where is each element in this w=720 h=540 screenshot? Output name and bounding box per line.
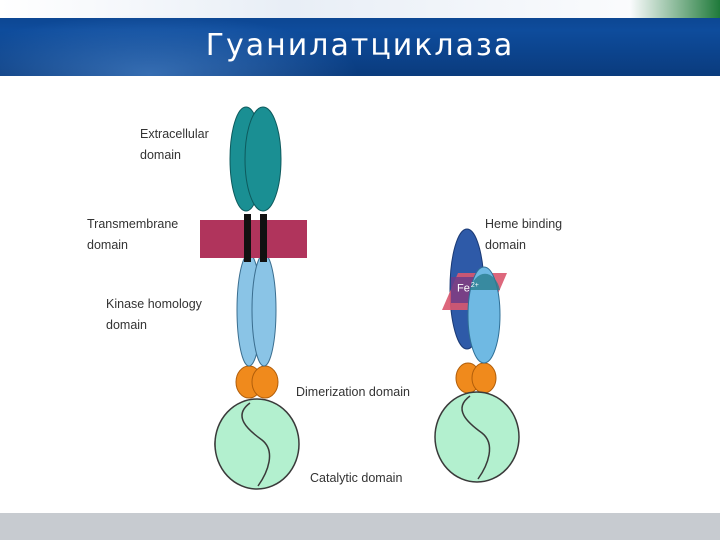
label-heme-binding-domain: Heme binding domain — [485, 214, 562, 256]
transmembrane-helix-left — [244, 214, 251, 262]
iron-charge: 2+ — [470, 282, 479, 289]
label-transmembrane-line1: Transmembrane — [87, 217, 179, 231]
receptor-extracellular-right — [244, 106, 282, 212]
label-dimerization-domain: Dimerization domain — [296, 385, 410, 399]
label-transmembrane-line2: domain — [87, 238, 128, 252]
slide-header: Гуанилатциклаза — [0, 0, 720, 76]
iron-symbol: Fe — [457, 282, 470, 295]
receptor-catalytic-split — [241, 402, 271, 487]
slide-footer-bar — [0, 513, 720, 540]
slide-title: Гуанилатциклаза — [205, 28, 515, 63]
label-heme-line1: Heme binding — [485, 217, 563, 231]
transmembrane-helix-right — [260, 214, 267, 262]
receptor-kinase-right — [251, 253, 277, 367]
header-top-strip — [0, 0, 720, 18]
heme-subunit-light-top — [470, 273, 500, 290]
iron-ion-label: Fe2+ — [457, 282, 479, 295]
label-kinase-line2: domain — [106, 318, 147, 332]
soluble-catalytic-split — [461, 395, 491, 480]
soluble-catalytic-body — [434, 391, 520, 483]
label-catalytic-domain: Catalytic domain — [310, 471, 403, 485]
label-kinase-homology-domain: Kinase homology domain — [106, 294, 202, 336]
label-extracellular-domain: Extracellular domain — [140, 124, 209, 166]
guanylate-cyclase-diagram: Fe2+ Extracellular domain Transmembrane … — [0, 76, 720, 513]
label-extracellular-line2: domain — [140, 148, 181, 162]
diagram-canvas — [200, 106, 520, 490]
label-kinase-line1: Kinase homology — [106, 297, 202, 311]
label-heme-line2: domain — [485, 238, 526, 252]
label-extracellular-line1: Extracellular — [140, 127, 209, 141]
soluble-dimerization-right — [471, 362, 497, 394]
receptor-catalytic-body — [214, 398, 300, 490]
cell-membrane — [200, 220, 307, 258]
label-transmembrane-domain: Transmembrane domain — [87, 214, 178, 256]
heme-subunit-light — [467, 266, 501, 364]
receptor-dimerization-right — [251, 365, 279, 399]
